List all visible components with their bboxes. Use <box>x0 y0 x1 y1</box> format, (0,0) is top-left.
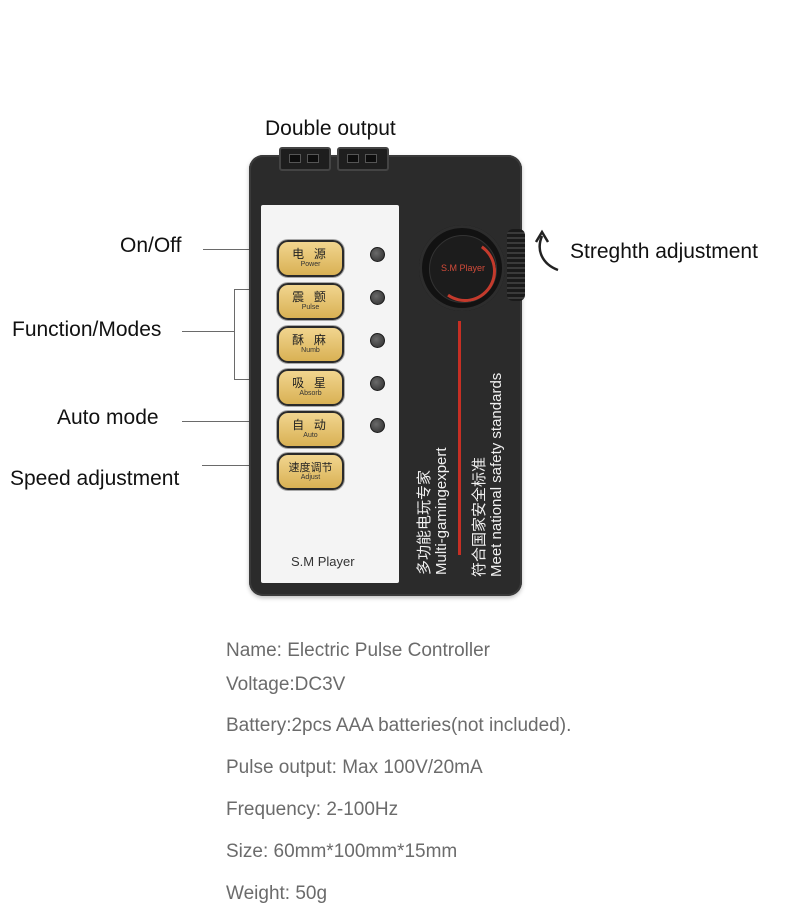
auto-led <box>370 418 385 433</box>
vertical-slogan-en-1: Multi-gamingexpert <box>433 447 450 575</box>
absorb-button-en-label: Absorb <box>299 390 322 397</box>
spec-pulse-output: Pulse output: Max 100V/20mA <box>226 757 483 778</box>
on-off-callout: On/Off <box>120 234 182 257</box>
spec-battery: Battery:2pcs AAA batteries(not included)… <box>226 715 572 736</box>
numb-button-cn-label: 酥 麻 <box>292 333 329 347</box>
knob-face: S.M Player <box>429 235 501 307</box>
auto-button-cn-label: 自 动 <box>292 418 329 432</box>
function-modes-leader <box>182 331 234 332</box>
spec-voltage: Voltage:DC3V <box>226 674 346 695</box>
speed-adjust-button[interactable]: 速度调节 Adjust <box>277 453 344 490</box>
curved-arrow-icon <box>534 229 559 272</box>
knob-brand-label: S.M Player <box>440 263 485 273</box>
spec-frequency: Frequency: 2-100Hz <box>226 799 399 820</box>
red-accent-line <box>458 321 461 555</box>
absorb-button-cn-label: 吸 星 <box>292 376 329 390</box>
auto-button-en-label: Auto <box>303 432 318 439</box>
absorb-button[interactable]: 吸 星 Absorb <box>277 369 344 406</box>
power-led <box>370 247 385 262</box>
auto-mode-leader <box>182 421 280 422</box>
spec-size: Size: 60mm*100mm*15mm <box>226 841 458 862</box>
auto-mode-callout: Auto mode <box>57 406 159 429</box>
spec-name: Name: Electric Pulse Controller <box>226 640 490 661</box>
output-connector-2 <box>337 147 389 171</box>
pulse-button-cn-label: 震 颤 <box>292 290 329 304</box>
double-output-callout: Double output <box>265 117 396 140</box>
strength-knob[interactable]: S.M Player <box>419 225 505 311</box>
power-button-cn-label: 电 源 <box>292 247 329 261</box>
function-modes-bracket <box>234 289 235 379</box>
numb-led <box>370 333 385 348</box>
speed-adjustment-callout: Speed adjustment <box>10 467 180 490</box>
pulse-button-en-label: Pulse <box>301 304 320 311</box>
vertical-slogan-en-2: Meet national safety standards <box>488 372 505 577</box>
spec-weight: Weight: 50g <box>226 883 328 904</box>
button-panel: 电 源 Power 震 颤 Pulse 酥 麻 Numb 吸 星 Absorb … <box>261 205 399 583</box>
output-connector-1 <box>279 147 331 171</box>
vertical-slogan-cn-2: 符合国家安全标准 <box>470 456 488 577</box>
pulse-controller-device: 电 源 Power 震 颤 Pulse 酥 麻 Numb 吸 星 Absorb … <box>249 147 525 596</box>
strength-wheel-edge[interactable] <box>507 229 525 301</box>
speed-adjustment-leader <box>202 465 280 466</box>
speed-adjust-button-cn-label: 速度调节 <box>288 461 333 474</box>
speed-adjust-button-en-label: Adjust <box>300 474 321 481</box>
pulse-led <box>370 290 385 305</box>
brand-label: S.M Player <box>291 554 355 569</box>
absorb-led <box>370 376 385 391</box>
power-button-en-label: Power <box>300 261 321 268</box>
numb-button[interactable]: 酥 麻 Numb <box>277 326 344 363</box>
on-off-leader <box>203 249 281 250</box>
numb-button-en-label: Numb <box>301 347 320 354</box>
pulse-button[interactable]: 震 颤 Pulse <box>277 283 344 320</box>
auto-button[interactable]: 自 动 Auto <box>277 411 344 448</box>
power-button[interactable]: 电 源 Power <box>277 240 344 277</box>
strength-adjustment-callout: Streghth adjustment <box>570 240 758 263</box>
function-modes-callout: Function/Modes <box>12 318 162 341</box>
vertical-slogan-cn-1: 多功能电玩专家 <box>415 469 433 575</box>
